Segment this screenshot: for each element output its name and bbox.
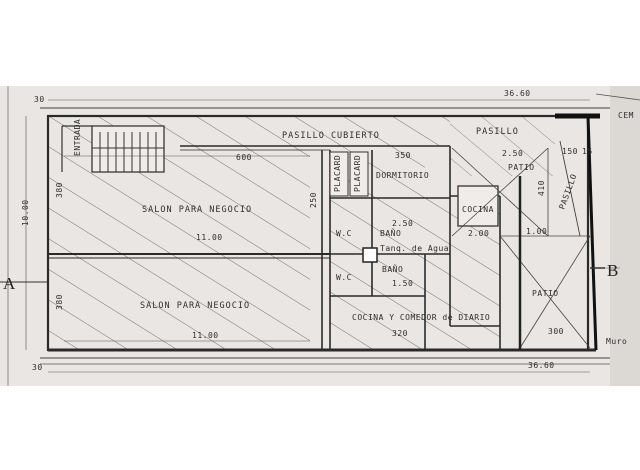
room-entrada: ENTRADA	[73, 119, 82, 156]
room-pasillo-cubierto: PASILLO CUBIERTO	[282, 131, 380, 141]
dim-250-bano: 2.50	[392, 219, 413, 228]
dim-250-vert: 250	[309, 192, 318, 208]
dim-380-upper: 380	[55, 182, 64, 198]
blueprint-sheet: A B 36.60 36.60 10.00 30 30 CEM PASILLO …	[0, 86, 640, 386]
water-tank	[362, 247, 378, 263]
dim-250-patio: 2.50	[502, 149, 523, 158]
dim-lines	[25, 99, 620, 373]
salon-hatch	[48, 116, 310, 350]
room-cocina-comedor: COCINA Y COMEDOR de DIARIO	[352, 313, 490, 322]
room-patio-lower: PATIO	[532, 289, 559, 298]
stair	[91, 125, 165, 173]
room-tanque: Tanq. de Agua	[380, 244, 449, 253]
floor-plan: A B 36.60 36.60 10.00 30 30 CEM PASILLO …	[0, 86, 640, 386]
dim-600: 600	[236, 153, 252, 162]
pasillo-hatch	[310, 116, 450, 146]
label-muro: Muro	[606, 337, 627, 346]
dim-total-bottom: 36.60	[528, 361, 555, 370]
pasillo-right-hatch	[450, 116, 555, 176]
placard-1	[329, 151, 349, 197]
placard-2	[349, 151, 369, 197]
dim-150-bano: 1.50	[392, 279, 413, 288]
cocina-box	[457, 185, 499, 227]
right-wall	[586, 115, 598, 351]
title-cem: CEM	[618, 111, 634, 120]
axis-label-a: A	[3, 274, 16, 293]
room-salon-lower: SALON PARA NEGOCIO	[140, 301, 250, 311]
dim-350-top: 350	[395, 151, 411, 160]
room-placard-2: PLACARD	[353, 155, 362, 192]
patio-diagonals	[451, 147, 591, 349]
dim-200-cocina: 2.00	[468, 229, 489, 238]
room-cocina: COCINA	[462, 205, 494, 214]
room-bano-upper: BAÑO	[380, 228, 401, 238]
dim-15: 15	[582, 147, 593, 156]
room-placard-1: PLACARD	[333, 155, 342, 192]
dim-1100-lower: 11.00	[192, 331, 219, 340]
room-bano-lower: BAÑO	[382, 264, 403, 274]
dim-total-top: 36.60	[504, 89, 531, 98]
dim-height-left: 10.00	[21, 199, 30, 226]
axis-label-b: B	[607, 261, 618, 280]
room-dormitorio: DORMITORIO	[376, 171, 429, 180]
stair-treads	[99, 132, 157, 172]
dim-corner-bl: 30	[32, 363, 43, 372]
dim-300: 300	[548, 327, 564, 336]
dim-320: 320	[392, 329, 408, 338]
room-wc-upper: W.C	[336, 229, 352, 238]
dim-410: 410	[537, 180, 546, 196]
room-patio-upper: PATIO	[508, 163, 535, 172]
dim-corner-tl: 30	[34, 95, 45, 104]
room-salon-upper: SALON PARA NEGOCIO	[142, 205, 252, 215]
dim-100-cocina: 1.00	[526, 227, 547, 236]
dim-150-patio: 150	[562, 147, 578, 156]
room-pasillo: PASILLO	[476, 127, 519, 137]
dim-1100-upper: 11.00	[196, 233, 223, 242]
dim-380-lower: 380	[55, 294, 64, 310]
room-wc-lower: W.C	[336, 273, 352, 282]
